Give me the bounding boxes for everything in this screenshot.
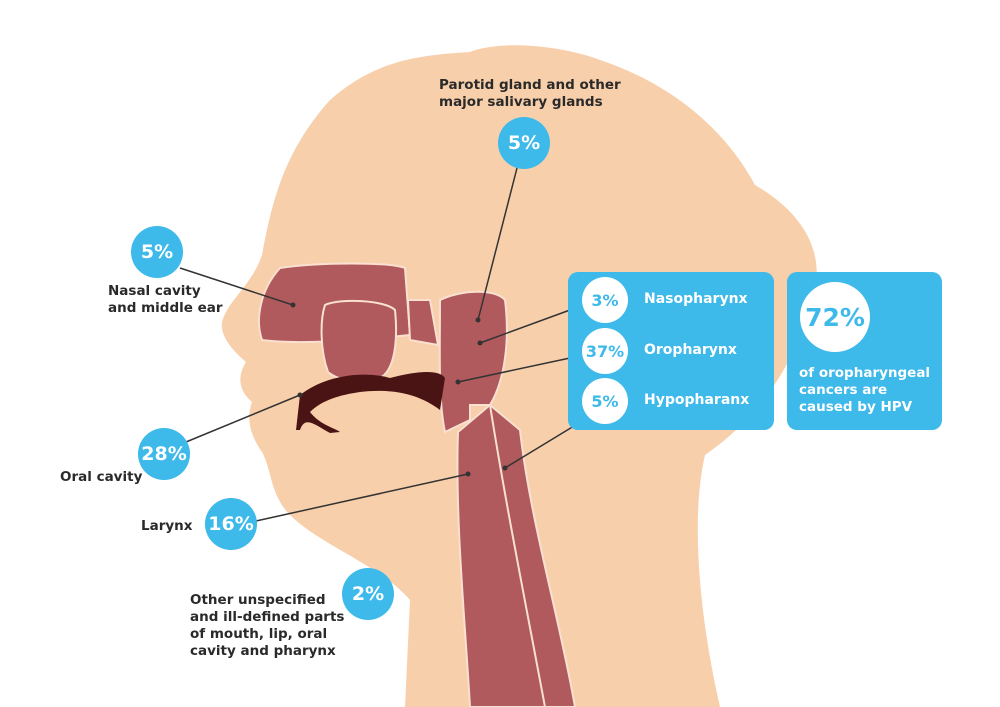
larynx-percent: 16% (205, 498, 257, 550)
nasopharynx-percent: 3% (582, 277, 628, 323)
hpv-percent: 72% (800, 282, 870, 352)
nasopharynx-label: Nasopharynx (644, 291, 748, 307)
oropharynx-label: Oropharynx (644, 342, 737, 358)
pointer-lines (179, 167, 575, 522)
parotid-percent: 5% (498, 117, 550, 169)
mouth-cavity (296, 372, 445, 433)
hypopharynx-label: Hypopharanx (644, 392, 750, 408)
other-percent: 2% (342, 568, 394, 620)
head-silhouette (221, 45, 817, 707)
esophagus (489, 404, 546, 707)
nasal-percent: 5% (131, 226, 183, 278)
oral-label: Oral cavity (60, 469, 143, 485)
nasopharynx (406, 299, 440, 347)
pharynx (438, 290, 508, 434)
hypopharynx-percent: 5% (582, 378, 628, 424)
oral-percent: 28% (138, 428, 190, 480)
larynx-label: Larynx (141, 518, 193, 534)
pharynx-panel: 3% Nasopharynx 37% Oropharynx 5% Hypopha… (568, 272, 774, 430)
oropharynx-percent: 37% (582, 328, 628, 374)
palate-block (320, 299, 398, 382)
